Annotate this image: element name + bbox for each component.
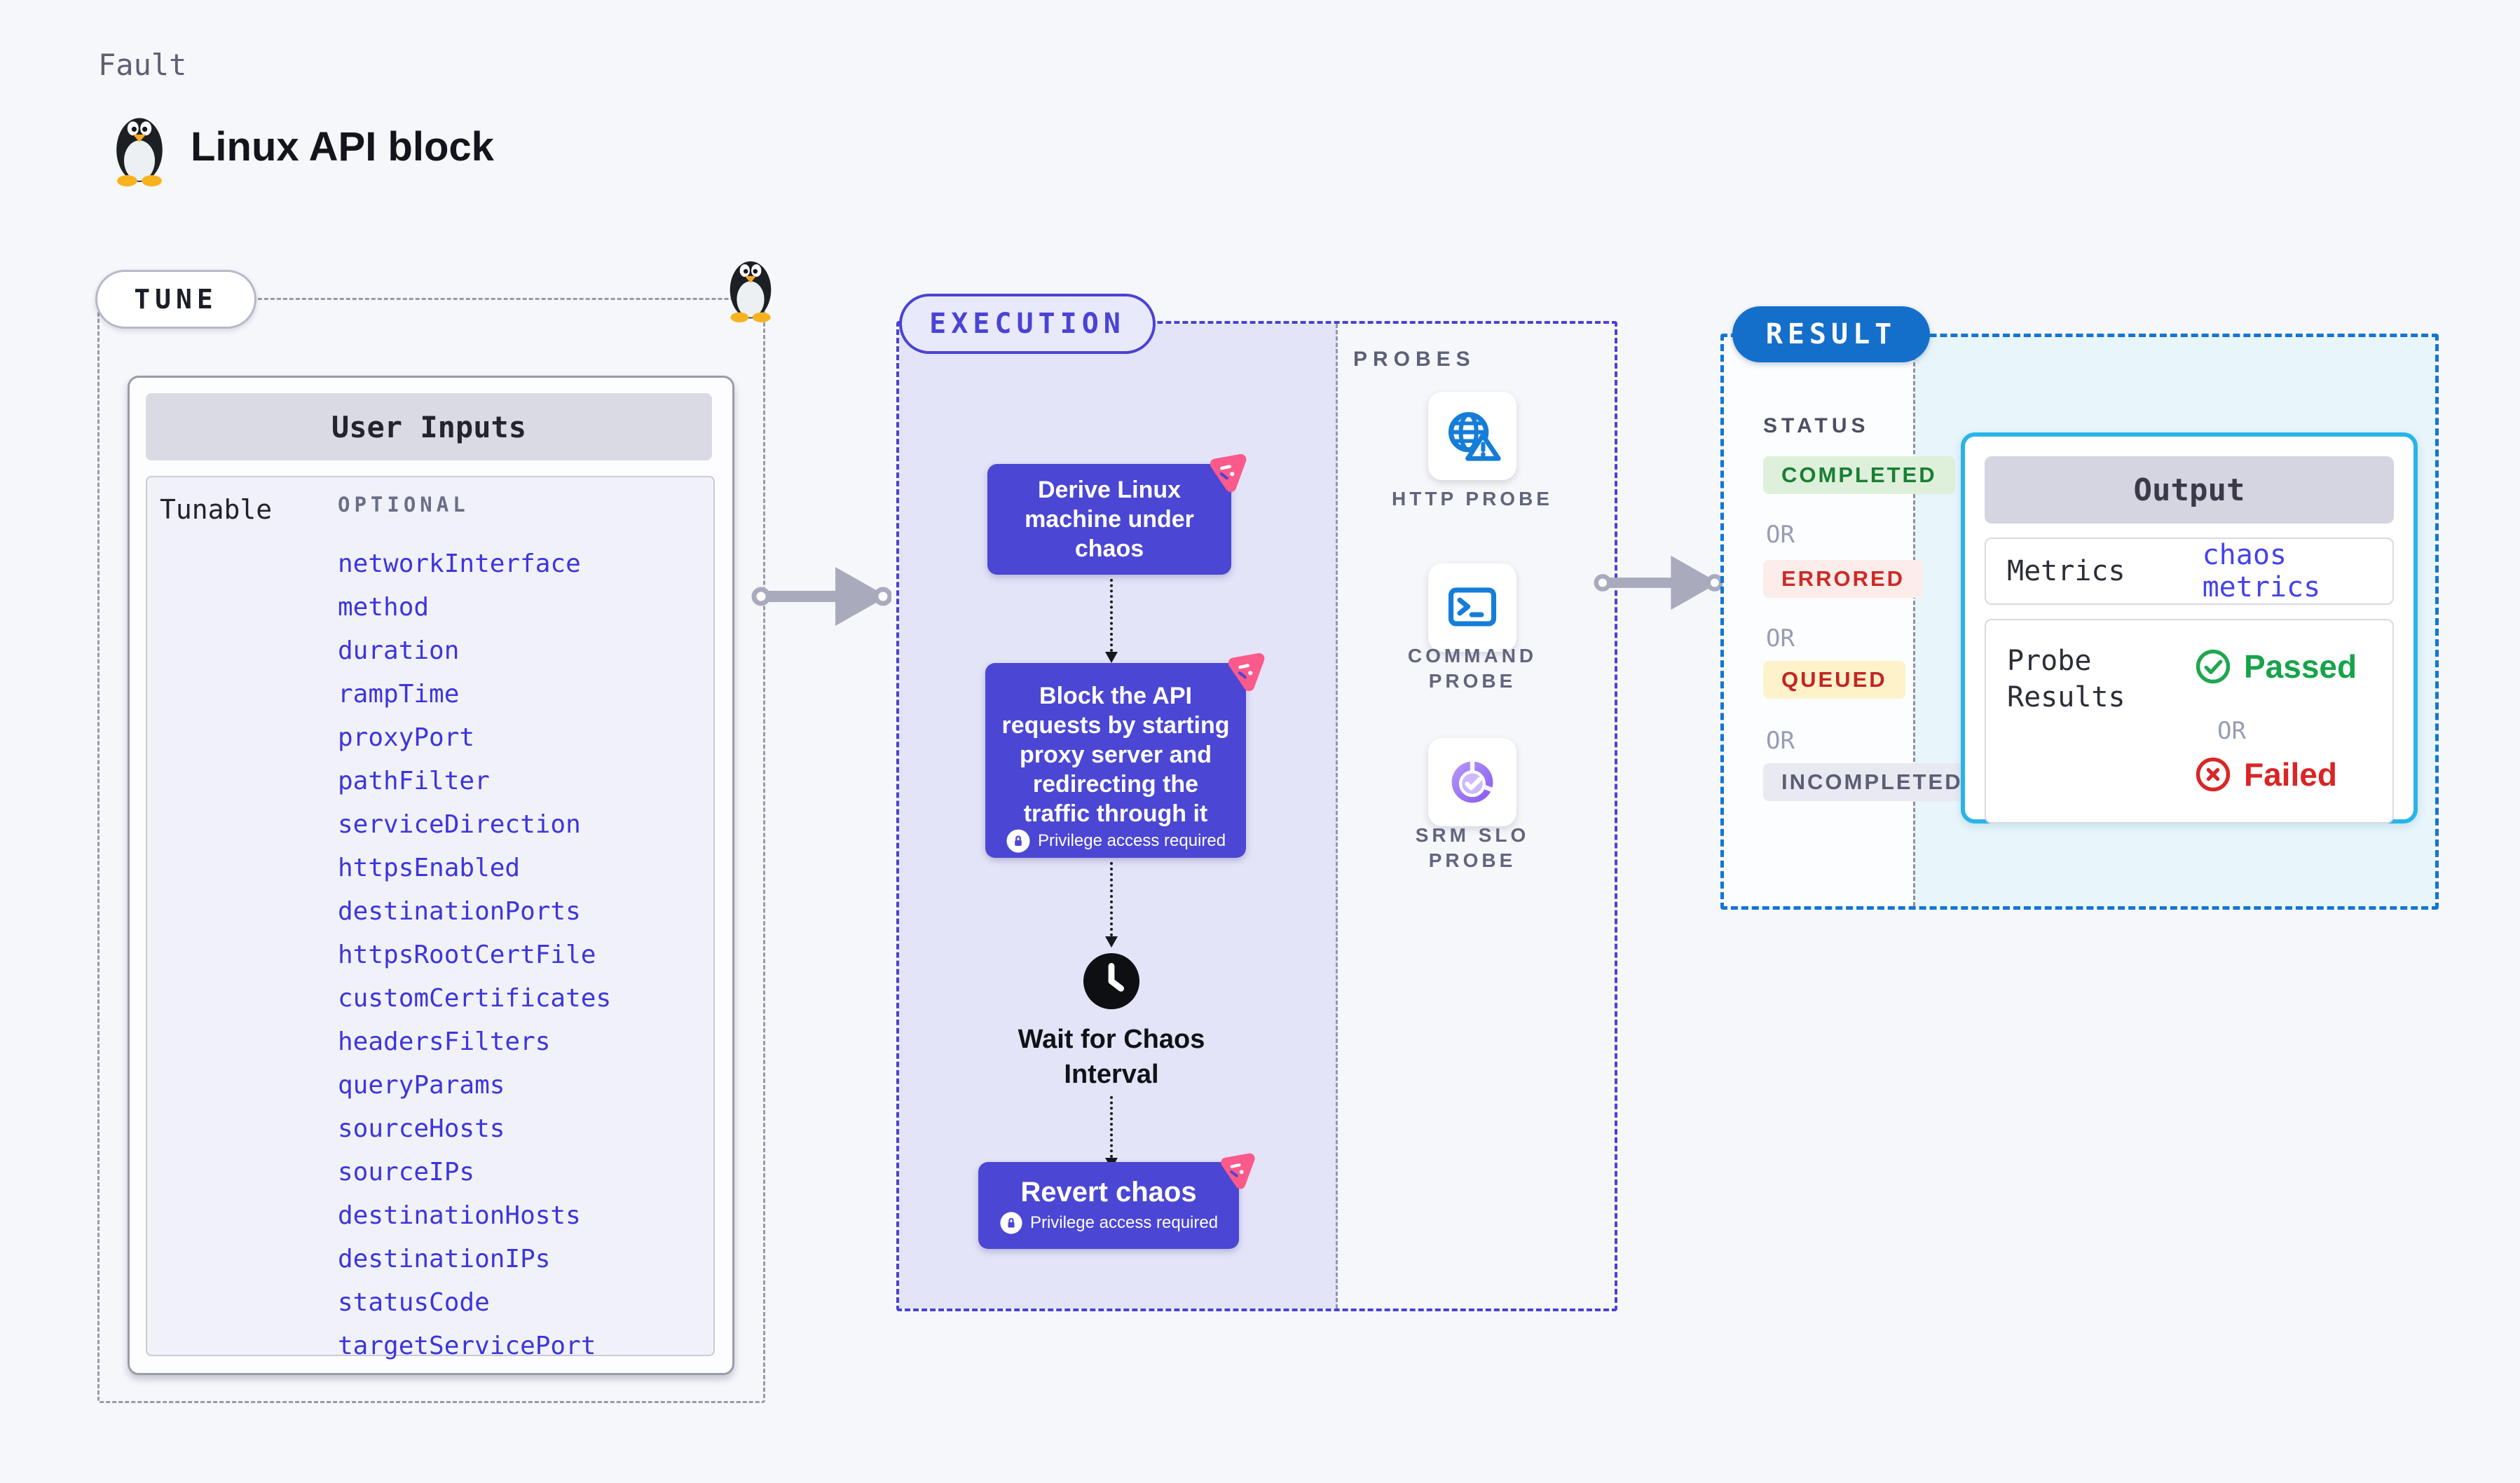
- lock-icon: [1000, 1212, 1022, 1234]
- probe-results-label: Probe Results: [2007, 645, 2125, 713]
- user-inputs-panel: Tunable OPTIONAL networkInterface method…: [146, 476, 715, 1360]
- status-badge-errored: ERRORED: [1763, 560, 1924, 598]
- privilege-badge: Privilege access required: [999, 1211, 1218, 1235]
- srm-slo-probe-label: SRM SLO: [1415, 824, 1530, 846]
- execution-pill: EXECUTION: [899, 294, 1156, 354]
- dotted-connector: [1110, 579, 1113, 652]
- http-probe-label: HTTP PROBE: [1392, 488, 1553, 510]
- flow-arrow-execution-to-result: [1594, 555, 1723, 610]
- param-link[interactable]: networkInterface: [338, 549, 581, 578]
- command-probe-card: [1428, 563, 1516, 652]
- probe-results-row: Probe Results Passed OR Failed: [1985, 619, 2394, 823]
- param-link[interactable]: destinationHosts: [338, 1201, 581, 1230]
- chaos-logo-icon: [1228, 652, 1265, 692]
- probe-result-passed: Passed: [2193, 647, 2357, 686]
- status-badge-completed: COMPLETED: [1763, 456, 1955, 494]
- metrics-value[interactable]: chaos metrics: [2202, 539, 2321, 603]
- param-link[interactable]: queryParams: [338, 1071, 505, 1100]
- command-probe-label: PROBE: [1428, 670, 1516, 692]
- or-separator: OR: [2217, 717, 2246, 745]
- param-link[interactable]: proxyPort: [338, 723, 475, 752]
- step-derive-label: Derive Linux machine under chaos: [1025, 477, 1194, 562]
- or-separator: OR: [1766, 727, 1795, 755]
- step-block-label: Block the API requests by starting proxy…: [1001, 683, 1230, 827]
- chaos-logo-icon: [1210, 453, 1247, 493]
- lock-icon: [1006, 829, 1030, 853]
- or-separator: OR: [1766, 521, 1795, 549]
- http-probe-card: [1428, 392, 1516, 480]
- status-panel-background: [1724, 337, 1915, 906]
- status-badge-incompleted: INCOMPLETED: [1763, 763, 1981, 801]
- status-badge-queued: QUEUED: [1763, 661, 1905, 699]
- probe-result-failed: Failed: [2193, 755, 2337, 794]
- clock-icon: [1083, 953, 1139, 1009]
- execution-section-box: Derive Linux machine under chaos Block t…: [896, 321, 1617, 1311]
- result-pill: RESULT: [1732, 306, 1930, 362]
- http-probe-icon: [1448, 411, 1501, 461]
- metrics-row: Metrics chaos metrics: [1985, 538, 2394, 605]
- x-circle-icon: [2196, 757, 2231, 792]
- tux-penguin-icon: [730, 261, 772, 322]
- wait-interval-label: Wait for Chaos Interval: [1018, 1025, 1205, 1089]
- metrics-label: Metrics: [2007, 555, 2125, 587]
- command-probe-icon: [1448, 587, 1497, 627]
- param-link[interactable]: targetServicePort: [338, 1332, 596, 1360]
- tune-pill: TUNE: [95, 270, 256, 329]
- privilege-label: Privilege access required: [1029, 1213, 1219, 1232]
- status-output-divider: [1913, 337, 1915, 906]
- srm-slo-probe-card: [1428, 738, 1516, 826]
- param-link[interactable]: method: [338, 593, 430, 622]
- param-link[interactable]: httpsEnabled: [338, 854, 521, 882]
- param-link[interactable]: sourceHosts: [338, 1114, 505, 1143]
- privilege-badge: Privilege access required: [1001, 828, 1231, 854]
- arrowhead-down-icon: [1105, 936, 1118, 948]
- user-inputs-header: User Inputs: [146, 393, 712, 460]
- output-header: Output: [1985, 456, 2394, 524]
- linux-penguin-icon: [116, 118, 163, 186]
- step-derive-machine: Derive Linux machine under chaos: [987, 464, 1231, 575]
- optional-column-label: OPTIONAL: [338, 493, 470, 517]
- param-link[interactable]: sourceIPs: [338, 1158, 475, 1187]
- param-link[interactable]: headersFilters: [338, 1027, 551, 1056]
- arrowhead-down-icon: [1105, 652, 1118, 663]
- step-block-api: Block the API requests by starting proxy…: [985, 663, 1246, 858]
- tune-section-box: [97, 298, 765, 1403]
- param-link[interactable]: duration: [338, 636, 460, 665]
- param-link[interactable]: destinationIPs: [338, 1245, 551, 1273]
- param-link[interactable]: httpsRootCertFile: [338, 941, 596, 969]
- result-section-box: STATUS COMPLETED OR ERRORED OR QUEUED OR…: [1720, 334, 2439, 910]
- srm-slo-probe-label: PROBE: [1428, 849, 1516, 871]
- check-circle-icon: [2196, 649, 2231, 684]
- command-probe-label: COMMAND: [1407, 645, 1538, 667]
- param-link[interactable]: statusCode: [338, 1288, 490, 1317]
- fault-eyebrow: Fault: [98, 48, 187, 82]
- step-revert-chaos: Revert chaos Privilege access required: [978, 1162, 1239, 1249]
- probes-divider: [1336, 324, 1338, 1308]
- or-separator: OR: [1766, 624, 1795, 652]
- param-link[interactable]: customCertificates: [338, 984, 612, 1013]
- flow-arrow-tune-to-execution: [751, 567, 891, 626]
- tunable-row-label: Tunable: [160, 494, 273, 525]
- user-inputs-card: User Inputs Tunable OPTIONAL networkInte…: [128, 376, 734, 1375]
- param-link[interactable]: rampTime: [338, 680, 460, 709]
- page-title: Linux API block: [191, 123, 494, 170]
- step-revert-label: Revert chaos: [1020, 1177, 1197, 1208]
- param-link[interactable]: pathFilter: [338, 767, 490, 795]
- chaos-logo-icon: [1221, 1153, 1255, 1189]
- output-card: Output Metrics chaos metrics Probe Resul…: [1961, 432, 2418, 823]
- probes-title: PROBES: [1353, 348, 1476, 371]
- param-link[interactable]: destinationPorts: [338, 897, 581, 926]
- dotted-connector: [1110, 1096, 1113, 1158]
- param-link[interactable]: serviceDirection: [338, 810, 581, 839]
- status-title: STATUS: [1763, 414, 1870, 437]
- dotted-connector: [1110, 862, 1113, 936]
- privilege-label: Privilege access required: [1037, 831, 1226, 850]
- srm-slo-probe-icon: [1451, 760, 1494, 803]
